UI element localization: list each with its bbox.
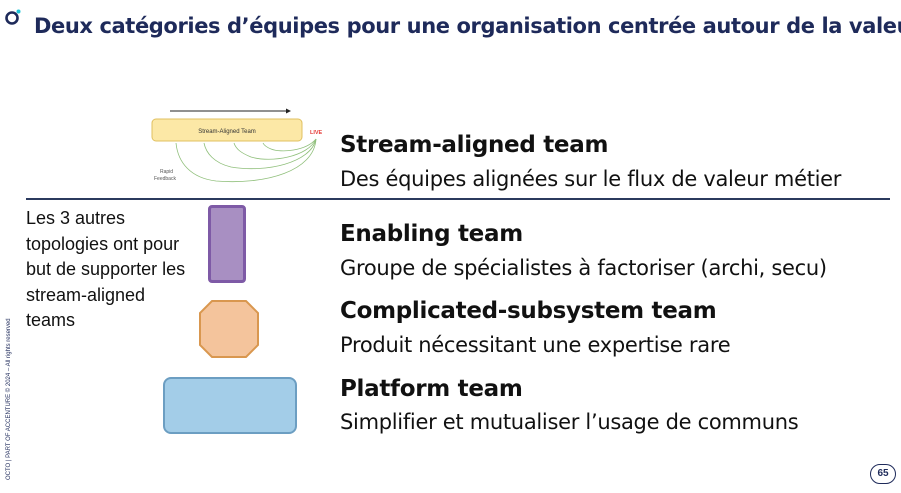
team-desc-complicated: Produit nécessitant une expertise rare bbox=[340, 333, 731, 357]
slide-title: Deux catégories d’équipes pour une organ… bbox=[34, 14, 901, 38]
feedback-label-line2: Feedback bbox=[154, 176, 176, 182]
section-divider bbox=[26, 198, 890, 200]
live-label: LIVE bbox=[310, 130, 323, 136]
team-name-stream-aligned: Stream-aligned team bbox=[340, 132, 609, 158]
complicated-subsystem-shape bbox=[199, 300, 259, 358]
page-number: 65 bbox=[870, 464, 896, 484]
feedback-label-line1: Rapid bbox=[160, 169, 173, 175]
team-name-platform: Platform team bbox=[340, 376, 523, 402]
team-desc-enabling: Groupe de spécialistes à factoriser (arc… bbox=[340, 256, 827, 280]
stream-bar-label: Stream-Aligned Team bbox=[198, 129, 256, 135]
team-desc-platform: Simplifier et mutualiser l’usage de comm… bbox=[340, 410, 799, 434]
stream-aligned-diagram: Stream-Aligned Team LIVE Rapid Feedback bbox=[151, 108, 323, 183]
team-name-enabling: Enabling team bbox=[340, 221, 523, 247]
octo-logo-icon bbox=[5, 9, 21, 25]
copyright-note: OCTO | PART OF ACCENTURE © 2024 – All ri… bbox=[0, 150, 12, 490]
team-desc-stream-aligned: Des équipes alignées sur le flux de vale… bbox=[340, 167, 842, 191]
intro-text: Les 3 autres topologies ont pour but de … bbox=[26, 208, 186, 330]
enabling-team-shape bbox=[208, 205, 246, 283]
team-name-complicated: Complicated-subsystem team bbox=[340, 298, 717, 324]
platform-team-shape bbox=[163, 377, 297, 434]
copyright-text: OCTO | PART OF ACCENTURE © 2024 – All ri… bbox=[6, 318, 12, 480]
